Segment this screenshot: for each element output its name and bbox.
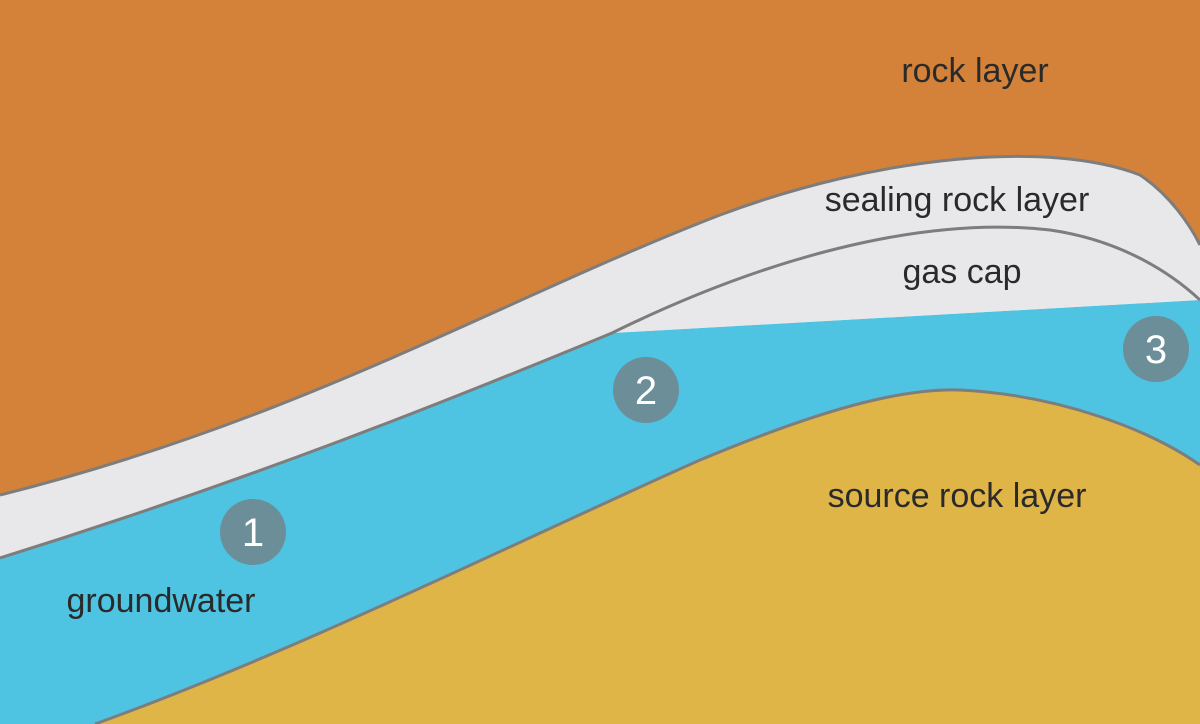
source-rock-top-boundary (94, 388, 1200, 724)
groundwater-label: groundwater (66, 582, 255, 620)
rock-layer-label: rock layer (901, 52, 1048, 90)
marker-1: 1 (220, 499, 286, 565)
marker-3-circle (1123, 316, 1189, 382)
marker-2-circle (613, 357, 679, 423)
marker-3: 3 (1123, 316, 1189, 382)
marker-1-circle (220, 499, 286, 565)
sealing-rock-layer-label: sealing rock layer (825, 181, 1090, 219)
source-rock-layer-label: source rock layer (828, 477, 1087, 515)
source-rock-layer-region (95, 389, 1200, 724)
marker-2: 2 (613, 357, 679, 423)
marker-1-text: 1 (242, 511, 264, 555)
marker-3-text: 3 (1145, 328, 1167, 372)
gas-cap-label: gas cap (902, 253, 1021, 291)
sealing-rock-bottom-boundary (0, 225, 1200, 560)
marker-2-text: 2 (635, 369, 657, 413)
gas-cap-region (612, 227, 1200, 333)
sealing-rock-top-boundary (0, 154, 1200, 497)
